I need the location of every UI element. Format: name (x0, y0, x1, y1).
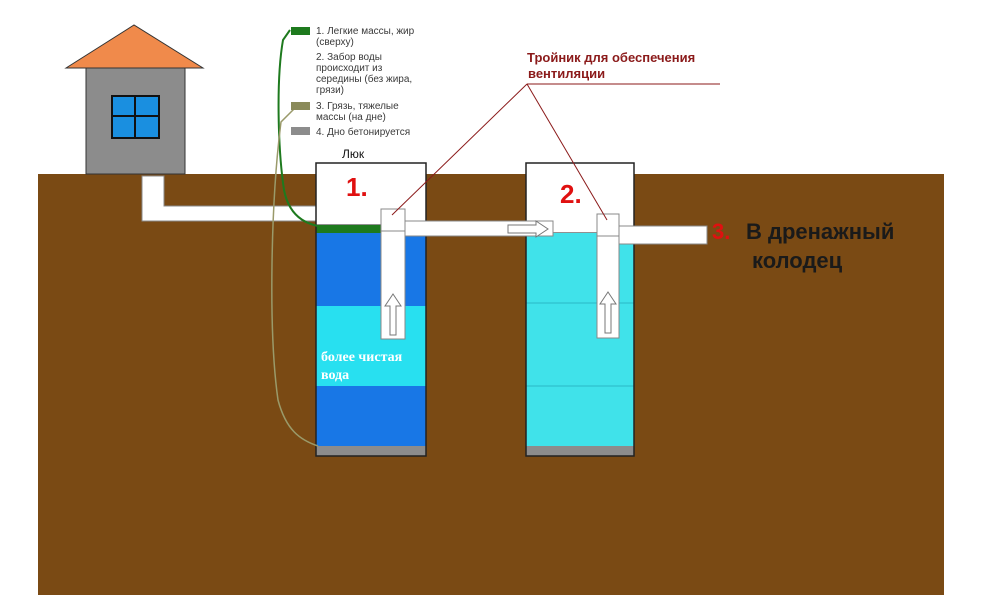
legend-3-line-2: массы (на дне) (316, 112, 386, 123)
legend: 1. Легкие массы, жир(сверху) 2. Забор во… (316, 26, 415, 138)
scum-layer (316, 225, 426, 233)
outlet-text-line-1: В дренажный (746, 219, 894, 244)
legend-4-line-1: 4. Дно бетонируется (316, 126, 410, 138)
legend-leader-sludge (271, 107, 319, 447)
well-1-number: 1. (346, 172, 368, 202)
well-1-neck (315, 162, 427, 226)
tee-2 (596, 213, 620, 339)
legend-2-line-1: 2. Забор воды (316, 51, 382, 63)
hatch-label: Люк (342, 147, 365, 161)
well-1 (315, 162, 427, 457)
tee-label-line-1: Тройник для обеспечения (527, 50, 695, 65)
tee-pointer-1 (391, 83, 528, 216)
house-roof (64, 24, 205, 69)
concrete-bottom-2 (526, 446, 634, 456)
legend-2-line-3: середины (без жира, (316, 73, 412, 85)
right-arrow-icon (507, 220, 549, 238)
water-top-dark (316, 233, 426, 306)
legend-2-line-2: происходит из (316, 63, 383, 74)
cleaner-water-line-2: вода (321, 368, 349, 383)
concrete-bottom-1 (316, 446, 426, 456)
legend-1-line-1: 1. Легкие массы, жир (316, 26, 415, 37)
ground (38, 174, 944, 595)
legend-1-line-2: (сверху) (316, 37, 354, 48)
house (64, 24, 205, 175)
legend-swatch-3 (291, 102, 310, 110)
up-arrow-icon (599, 291, 617, 334)
water-middle-light (316, 306, 426, 386)
tee-label-line-2: вентиляции (528, 66, 605, 81)
tee-pointer-2 (526, 83, 608, 221)
outlet-text-line-2: колодец (752, 248, 843, 273)
well-2-number: 2. (560, 179, 582, 209)
legend-3-line-1: 3. Грязь, тяжелые (316, 101, 399, 112)
legend-swatch-4 (291, 127, 310, 135)
outlet-number: 3. (712, 219, 730, 244)
up-arrow-icon (384, 293, 402, 336)
outlet-pipe (618, 225, 708, 245)
legend-2-line-4: грязи) (316, 85, 344, 96)
water-bottom-dark (316, 386, 426, 446)
cleaner-water-line-1: более чистая (321, 350, 403, 365)
svg-text:1. Легкие массы, жир(сверху): 1. Легкие массы, жир(сверху) (316, 26, 415, 48)
legend-leader-scum (277, 29, 331, 229)
legend-swatch-1 (291, 27, 310, 35)
